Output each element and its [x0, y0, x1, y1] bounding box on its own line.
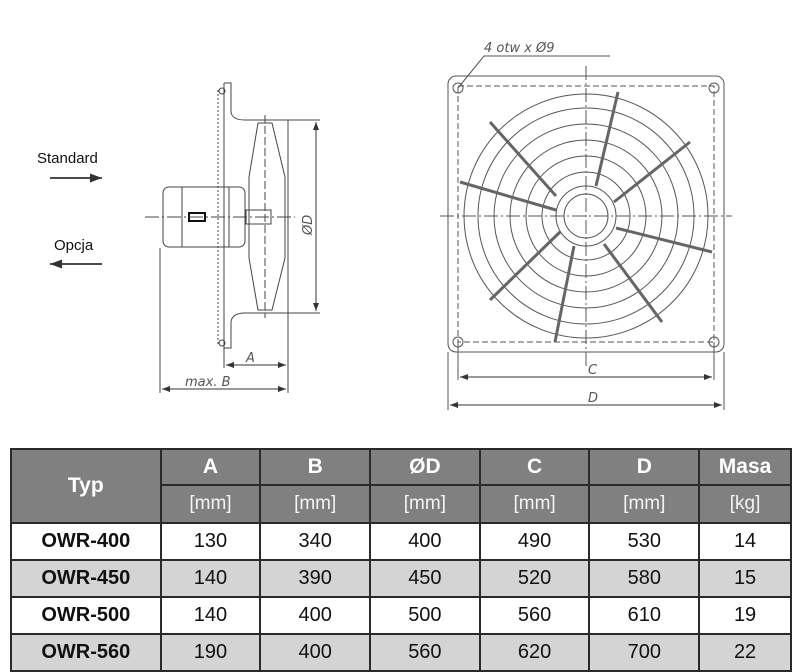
- value-cell: 400: [369, 522, 481, 561]
- value-cell: 140: [159, 559, 262, 598]
- value-cell: 450: [369, 559, 481, 598]
- unit-mass: [kg]: [698, 484, 792, 524]
- standard-label: Standard: [37, 150, 98, 167]
- header-typ: Typ: [10, 448, 162, 524]
- front-view: [440, 55, 732, 410]
- value-cell: 620: [478, 633, 591, 672]
- model-cell: OWR-400: [10, 522, 162, 561]
- holes-label: 4 otw x Ø9: [484, 41, 555, 56]
- dim-d-label: D: [588, 391, 598, 406]
- value-cell: 400: [259, 633, 372, 672]
- value-cell: 15: [698, 559, 792, 598]
- value-cell: 500: [369, 596, 481, 635]
- value-cell: 700: [588, 633, 701, 672]
- dim-a-label: A: [245, 351, 255, 366]
- dim-c-label: C: [588, 363, 598, 378]
- value-cell: 340: [259, 522, 372, 561]
- value-cell: 560: [369, 633, 481, 672]
- model-cell: OWR-450: [10, 559, 162, 598]
- model-cell: OWR-560: [10, 633, 162, 672]
- unit-diameter: [mm]: [369, 484, 481, 524]
- option-label: Opcja: [54, 237, 94, 254]
- dimensions-table: Typ A B ØD C D Masa [mm] [mm] [mm] [mm] …: [10, 448, 792, 672]
- header-a: A: [159, 448, 262, 486]
- value-cell: 390: [259, 559, 372, 598]
- header-mass: Masa: [698, 448, 792, 486]
- unit-c: [mm]: [478, 484, 591, 524]
- model-cell: OWR-500: [10, 596, 162, 635]
- unit-d: [mm]: [588, 484, 701, 524]
- dim-diameter-label: ØD: [301, 215, 316, 236]
- value-cell: 530: [588, 522, 701, 561]
- value-cell: 580: [588, 559, 701, 598]
- value-cell: 610: [588, 596, 701, 635]
- value-cell: 14: [698, 522, 792, 561]
- side-view: [145, 82, 320, 393]
- value-cell: 130: [159, 522, 262, 561]
- unit-b: [mm]: [259, 484, 372, 524]
- technical-drawing: A max. B ØD 4 otw x Ø9 C D: [50, 41, 732, 410]
- header-b: B: [259, 448, 372, 486]
- header-c: C: [478, 448, 591, 486]
- value-cell: 19: [698, 596, 792, 635]
- value-cell: 490: [478, 522, 591, 561]
- value-cell: 520: [478, 559, 591, 598]
- value-cell: 400: [259, 596, 372, 635]
- value-cell: 22: [698, 633, 792, 672]
- dim-b-label: max. B: [185, 375, 231, 390]
- unit-a: [mm]: [159, 484, 262, 524]
- value-cell: 190: [159, 633, 262, 672]
- value-cell: 140: [159, 596, 262, 635]
- value-cell: 560: [478, 596, 591, 635]
- header-d: D: [588, 448, 701, 486]
- header-diameter: ØD: [369, 448, 481, 486]
